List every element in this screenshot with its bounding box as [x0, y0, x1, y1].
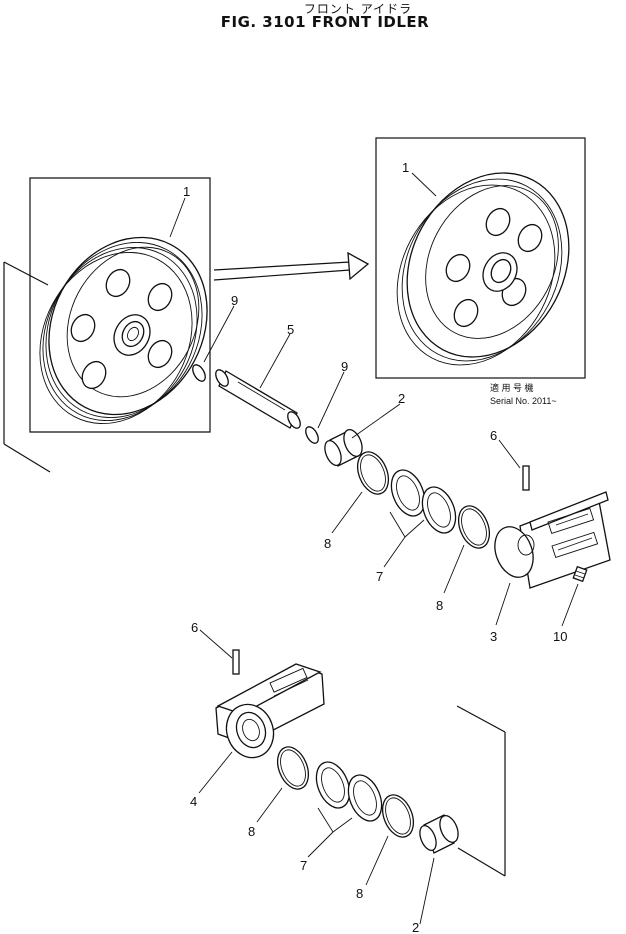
floating-seal-7-d — [347, 774, 383, 822]
bracket-line-upper — [3, 261, 49, 286]
o-ring-8-d — [381, 794, 415, 838]
callout-2-bottom: 2 — [412, 920, 419, 934]
idler-wheel-left — [3, 177, 211, 473]
lower-seal-group — [276, 705, 506, 877]
pin-6-top — [522, 465, 530, 491]
callout-7-b: 7 — [300, 858, 307, 873]
o-ring-8-c — [276, 746, 310, 790]
o-ring-9-left — [192, 364, 206, 382]
support-4 — [215, 649, 325, 759]
idler-frame-right — [375, 137, 586, 379]
callout-8-b: 8 — [436, 598, 443, 613]
callout-8-a: 8 — [324, 536, 331, 551]
callout-3: 3 — [490, 629, 497, 644]
floating-seal-7-a — [390, 469, 426, 517]
shaft-5 — [218, 370, 298, 429]
callout-1-right: 1 — [402, 160, 409, 175]
callout-6-top: 6 — [490, 428, 497, 443]
callout-8-d: 8 — [356, 886, 363, 901]
arrow-to-variant — [213, 251, 370, 281]
bracket-line-lower — [3, 443, 51, 473]
idler-frame-left — [29, 177, 211, 433]
leader-lines — [169, 172, 579, 925]
upper-seal-group — [324, 429, 491, 549]
support-3 — [494, 465, 611, 589]
callout-9-b: 9 — [341, 359, 348, 374]
callout-9-a: 9 — [231, 293, 238, 308]
shaft-assembly — [192, 364, 319, 444]
o-ring-8-b — [457, 505, 491, 549]
callout-7-a: 7 — [376, 569, 383, 584]
pin-6-bottom — [232, 649, 240, 675]
callout-4: 4 — [190, 794, 197, 809]
callout-1-left: 1 — [183, 184, 190, 199]
callout-6-bottom: 6 — [191, 620, 198, 635]
serial-note-jp: 適 用 号 機 — [490, 382, 534, 393]
serial-note-en: Serial No. 2011~ — [490, 396, 557, 406]
callout-5: 5 — [287, 322, 294, 337]
floating-seal-7-b — [421, 486, 457, 534]
floating-seal-7-c — [315, 761, 351, 809]
callout-8-c: 8 — [248, 824, 255, 839]
o-ring-8-a — [356, 451, 390, 495]
figure-title: FIG. 3101 FRONT IDLER — [220, 13, 430, 31]
callout-10: 10 — [553, 629, 567, 644]
o-ring-9-right — [305, 426, 319, 444]
title-japanese: フロント アイドラ — [303, 2, 413, 16]
idler-wheel-right — [375, 137, 586, 379]
callout-2-top: 2 — [398, 391, 405, 406]
